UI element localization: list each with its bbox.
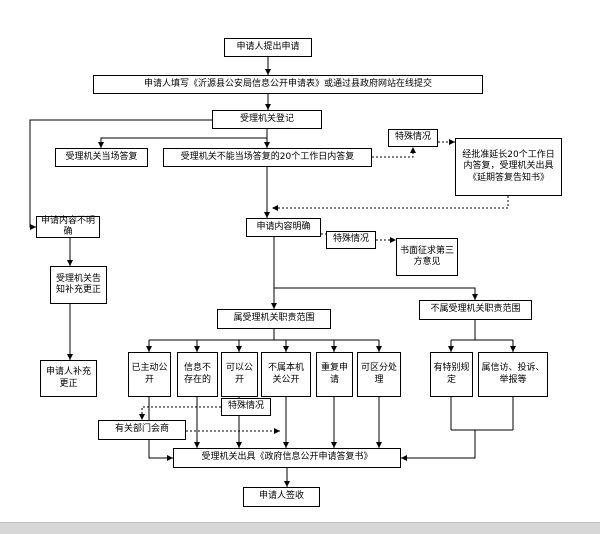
window-bottom-bar xyxy=(0,522,600,534)
node-petition-complaint: 属信访、投诉、举报等 xyxy=(478,352,548,397)
node-special-case-1: 特殊情况 xyxy=(388,129,438,147)
node-department-consultation: 有关部门会商 xyxy=(98,420,186,440)
node-content-unclear: 申请内容不明确 xyxy=(36,216,100,238)
node-applicant-supplement: 申请人补充更正 xyxy=(40,360,97,397)
node-onspot-reply: 受理机关当场答复 xyxy=(55,148,148,167)
node-special-case-3: 特殊情况 xyxy=(221,398,271,416)
node-reply-within-20-days: 受理机关不能当场答复的20个工作日内答复 xyxy=(163,148,372,167)
node-notify-supplement: 受理机关告知补充更正 xyxy=(50,266,107,304)
node-info-not-exist: 信息不存在的 xyxy=(177,352,218,397)
node-extension-notice: 经批准延长20个工作日内答复，受理机关出具《延期答复告知书》 xyxy=(455,138,562,196)
node-content-clear: 申请内容明确 xyxy=(246,218,321,237)
node-repeated-application: 重复申请 xyxy=(316,352,353,397)
node-outside-authority-scope: 不属受理机关职责范围 xyxy=(419,300,532,320)
node-within-authority-scope: 属受理机关职责范围 xyxy=(217,309,331,329)
node-applicant-submit: 申请人提出申请 xyxy=(224,38,312,57)
node-special-case-2: 特殊情况 xyxy=(326,231,376,249)
node-not-this-organ: 不属本机关公开 xyxy=(261,352,311,397)
node-applicant-sign: 申请人签收 xyxy=(243,487,320,507)
node-special-provisions: 有特别规定 xyxy=(430,352,473,397)
node-fill-application-form: 申请人填写《沂源县公安局信息公开申请表》或通过县政府网站在线提交 xyxy=(93,75,483,94)
node-can-be-public: 可以公开 xyxy=(221,352,258,397)
node-separable-handling: 可区分处理 xyxy=(357,352,401,397)
node-already-public: 已主动公开 xyxy=(128,352,171,397)
node-authority-register: 受理机关登记 xyxy=(212,110,322,129)
node-issue-reply-document: 受理机关出具《政府信息公开申请答复书》 xyxy=(173,448,401,468)
node-third-party-opinion: 书面征求第三方意见 xyxy=(396,238,458,276)
